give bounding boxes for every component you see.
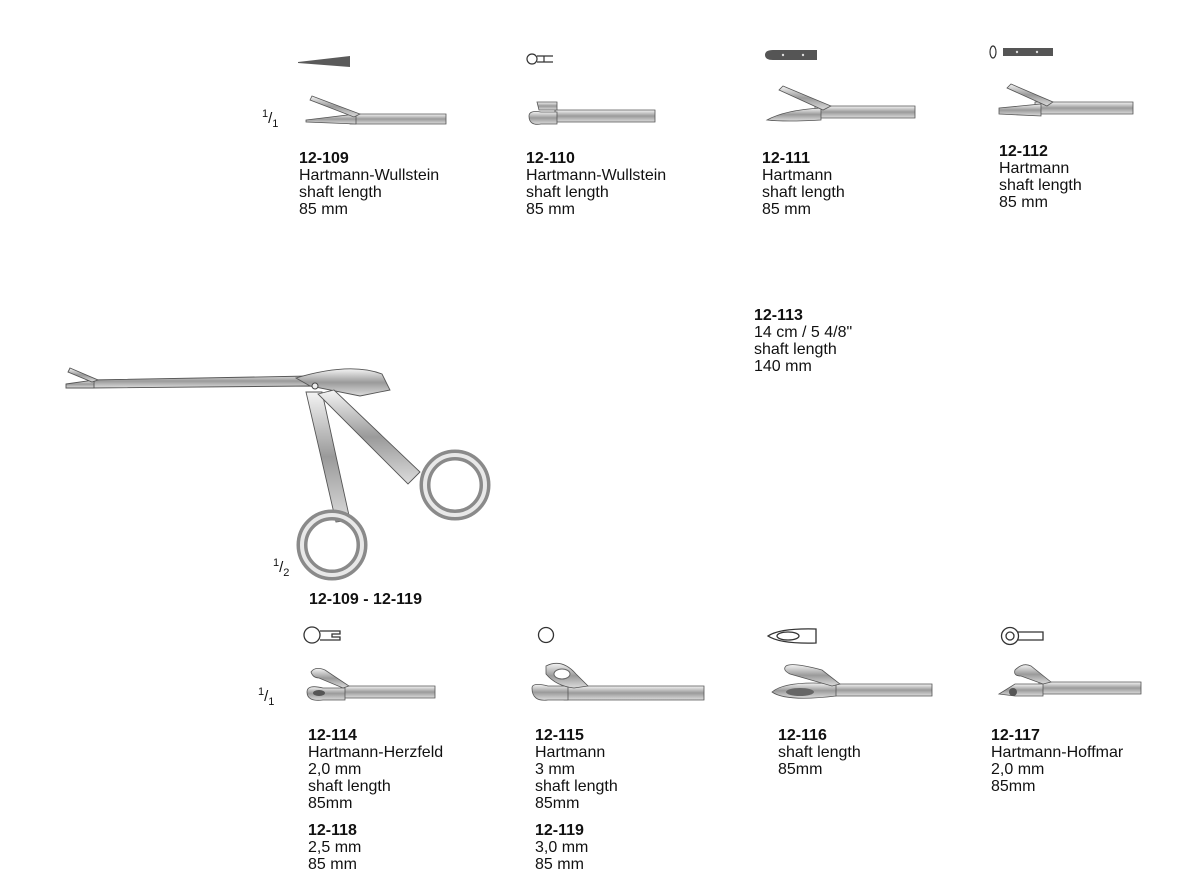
item-line: shaft length	[299, 184, 382, 201]
item-line: shaft length	[526, 184, 609, 201]
jaw-profile-icon-12-112	[989, 45, 1053, 59]
item-line: 85 mm	[526, 201, 575, 218]
item-line: 85mm	[778, 761, 823, 778]
item-line: Hartmann-Wullstein	[299, 167, 440, 184]
item-line: 85mm	[991, 778, 1036, 795]
item-code: 12-109	[299, 150, 349, 167]
item-code: 12-114	[308, 727, 357, 744]
item-line: 85 mm	[762, 201, 811, 218]
item-code: 12-119	[535, 822, 584, 839]
item-12-115: 12-115 Hartmann 3 mm shaft length 85mm	[535, 727, 618, 812]
scale-full-bottom: 1/1	[258, 686, 275, 708]
instrument-tip-12-115	[531, 662, 705, 701]
item-code: 12-111	[762, 150, 811, 167]
item-12-116: 12-116 shaft length 85mm	[778, 727, 861, 778]
item-code: 12-113	[754, 307, 803, 324]
instrument-tip-12-116	[771, 664, 933, 699]
item-12-109: 12-109 Hartmann-Wullstein shaft length 8…	[299, 150, 439, 218]
item-line: 14 cm / 5 4/8"	[754, 324, 853, 341]
item-line: Hartmann-Herzfeld	[308, 744, 444, 761]
instrument-tip-12-109	[305, 95, 447, 125]
item-line: shaft length	[535, 778, 618, 795]
instrument-tip-12-114	[306, 668, 436, 701]
jaw-profile-icon-12-110	[526, 53, 553, 65]
item-line: 3,0 mm	[535, 839, 589, 856]
jaw-profile-icon-12-109	[298, 56, 350, 67]
item-line: shaft length	[754, 341, 837, 358]
jaw-profile-icon-12-116	[766, 628, 817, 644]
scale-half: 1/2	[273, 557, 290, 579]
item-code: 12-118	[308, 822, 357, 839]
item-12-110: 12-110 Hartmann-Wullstein shaft length 8…	[526, 150, 666, 218]
item-line: Hartmann-Wullstein	[526, 167, 667, 184]
jaw-profile-icon-12-111	[765, 50, 817, 60]
instrument-tip-12-110	[528, 101, 656, 125]
instrument-tip-12-117	[997, 664, 1142, 697]
item-line: 85mm	[535, 795, 580, 812]
item-line: shaft length	[308, 778, 391, 795]
jaw-profile-icon-12-115	[537, 626, 555, 644]
item-line: 85mm	[308, 795, 353, 812]
item-code: 12-116	[778, 727, 827, 744]
item-line: Hartmann	[535, 744, 606, 761]
item-12-119: 12-119 3,0 mm 85 mm	[535, 822, 588, 873]
item-line: 85 mm	[299, 201, 348, 218]
item-12-111: 12-111 Hartmann shaft length 85 mm	[762, 150, 845, 218]
jaw-profile-icon-12-114	[303, 626, 341, 644]
item-code: 12-117	[991, 727, 1040, 744]
item-12-113: 12-113 14 cm / 5 4/8" shaft length 140 m…	[754, 307, 852, 375]
item-12-114: 12-114 Hartmann-Herzfeld 2,0 mm shaft le…	[308, 727, 443, 812]
item-line: Hartmann	[999, 160, 1070, 177]
item-line: 3 mm	[535, 761, 575, 778]
item-12-118: 12-118 2,5 mm 85 mm	[308, 822, 361, 873]
range-label: 12-109 - 12-119	[309, 591, 422, 608]
item-line: 2,5 mm	[308, 839, 362, 856]
item-line: 85 mm	[535, 856, 584, 873]
forceps-full-icon	[65, 367, 491, 581]
item-code: 12-110	[526, 150, 575, 167]
item-line: shaft length	[778, 744, 861, 761]
scale-full-top: 1/1	[262, 108, 279, 130]
item-line: 140 mm	[754, 358, 812, 375]
item-12-112: 12-112 Hartmann shaft length 85 mm	[999, 143, 1082, 211]
item-code: 12-115	[535, 727, 584, 744]
jaw-profile-icon-12-117	[1000, 626, 1044, 646]
item-code: 12-112	[999, 143, 1048, 160]
item-line: 85 mm	[999, 194, 1048, 211]
item-line: 85 mm	[308, 856, 357, 873]
item-line: Hartmann	[762, 167, 833, 184]
item-line: shaft length	[762, 184, 845, 201]
item-line: shaft length	[999, 177, 1082, 194]
item-line: Hartmann-Hoffmar	[991, 744, 1124, 761]
item-line: 2,0 mm	[308, 761, 362, 778]
item-12-117: 12-117 Hartmann-Hoffmar 2,0 mm 85mm	[991, 727, 1123, 795]
item-line: 2,0 mm	[991, 761, 1045, 778]
instrument-tip-12-112	[998, 83, 1134, 117]
instrument-tip-12-111	[765, 85, 916, 122]
